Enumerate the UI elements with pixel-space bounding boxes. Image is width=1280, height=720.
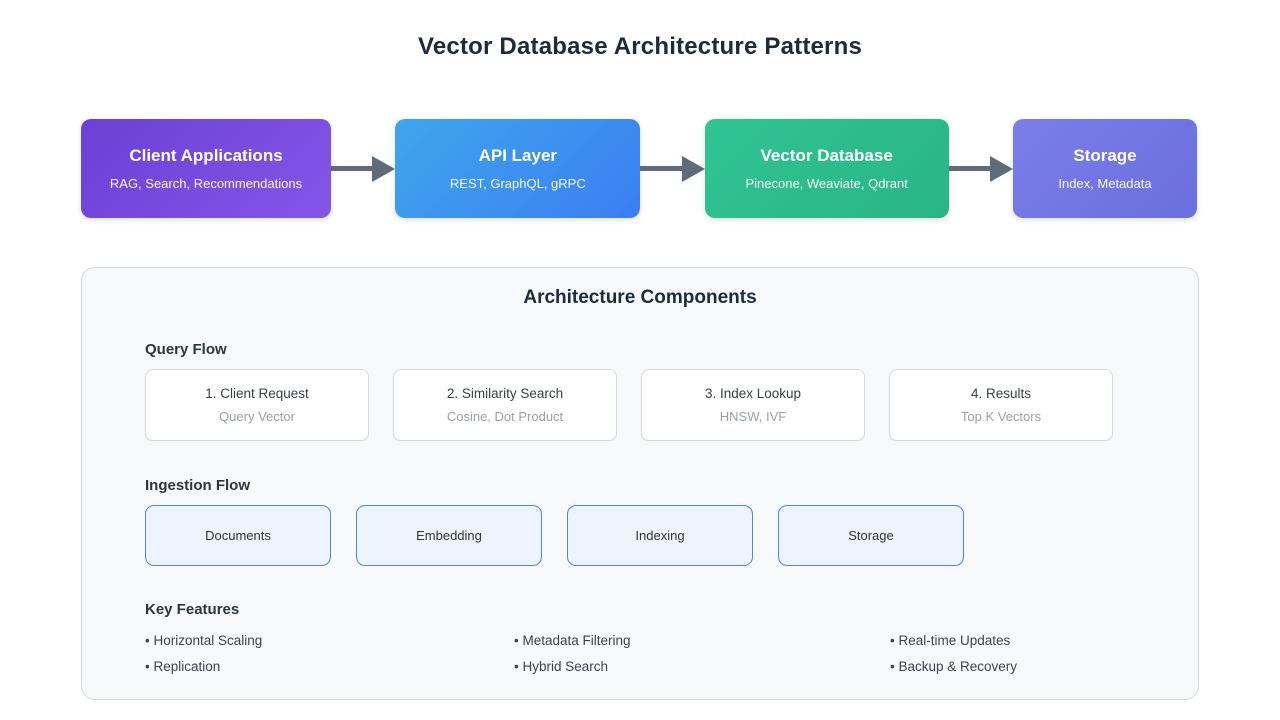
flow-node-subtitle: RAG, Search, Recommendations: [109, 176, 303, 191]
top-flow-row: Client Applications RAG, Search, Recomme…: [81, 119, 1197, 218]
query-card-subtitle: Top K Vectors: [960, 409, 1042, 424]
query-card-similarity-search: 2. Similarity Search Cosine, Dot Product: [393, 369, 617, 441]
flow-node-storage: Storage Index, Metadata: [1012, 119, 1197, 218]
arrow-right-icon: [948, 119, 1013, 218]
section-label-ingestion-flow: Ingestion Flow: [145, 477, 250, 494]
section-label-query-flow: Query Flow: [145, 341, 227, 358]
feature-item: • Backup & Recovery: [890, 659, 1018, 674]
arrow-shaft: [331, 166, 373, 171]
query-card-subtitle: HNSW, IVF: [719, 409, 787, 424]
arrow-shaft: [948, 166, 990, 171]
query-card-title: 2. Similarity Search: [446, 386, 564, 401]
feature-item: • Metadata Filtering: [514, 633, 631, 648]
arrow-head-icon: [681, 155, 705, 182]
arrow-head-icon: [989, 155, 1013, 182]
ingestion-card-embedding: Embedding: [356, 505, 542, 566]
query-card-title: 3. Index Lookup: [704, 386, 802, 401]
query-card-title: 1. Client Request: [205, 386, 309, 401]
ingestion-card-documents: Documents: [145, 505, 331, 566]
flow-node-api-layer: API Layer REST, GraphQL, gRPC: [395, 119, 641, 218]
query-card-client-request: 1. Client Request Query Vector: [145, 369, 369, 441]
arrow-head-icon: [372, 155, 396, 182]
flow-node-subtitle: REST, GraphQL, gRPC: [449, 176, 586, 191]
feature-item: • Horizontal Scaling: [145, 633, 263, 648]
feature-item: • Real-time Updates: [890, 633, 1011, 648]
query-card-subtitle: Query Vector: [219, 409, 295, 424]
query-card-subtitle: Cosine, Dot Product: [446, 409, 564, 424]
ingestion-flow-row: Documents Embedding Indexing Storage: [145, 505, 964, 566]
ingestion-card-storage: Storage: [778, 505, 964, 566]
arrow-right-icon: [640, 119, 705, 218]
panel-title: Architecture Components: [523, 287, 757, 308]
query-flow-row: 1. Client Request Query Vector 2. Simila…: [145, 369, 1113, 441]
feature-item: • Hybrid Search: [514, 659, 609, 674]
feature-item: • Replication: [145, 659, 221, 674]
section-label-key-features: Key Features: [145, 601, 240, 618]
flow-node-client-applications: Client Applications RAG, Search, Recomme…: [81, 119, 331, 218]
flow-node-vector-database: Vector Database Pinecone, Weaviate, Qdra…: [704, 119, 949, 218]
flow-node-title: Storage: [1073, 146, 1137, 165]
architecture-components-panel: Architecture Components Query Flow 1. Cl…: [81, 267, 1199, 700]
page-title: Vector Database Architecture Patterns: [417, 33, 863, 60]
arrow-shaft: [640, 166, 682, 171]
flow-node-subtitle: Pinecone, Weaviate, Qdrant: [745, 176, 908, 191]
flow-node-title: Client Applications: [129, 146, 283, 165]
key-features-grid: • Horizontal Scaling • Metadata Filterin…: [145, 632, 1165, 675]
arrow-right-icon: [331, 119, 396, 218]
query-card-title: 4. Results: [970, 386, 1032, 401]
ingestion-card-indexing: Indexing: [567, 505, 753, 566]
query-card-index-lookup: 3. Index Lookup HNSW, IVF: [641, 369, 865, 441]
flow-node-title: Vector Database: [760, 146, 893, 165]
query-card-results: 4. Results Top K Vectors: [889, 369, 1113, 441]
flow-node-subtitle: Index, Metadata: [1058, 176, 1152, 191]
flow-node-title: API Layer: [478, 146, 558, 165]
